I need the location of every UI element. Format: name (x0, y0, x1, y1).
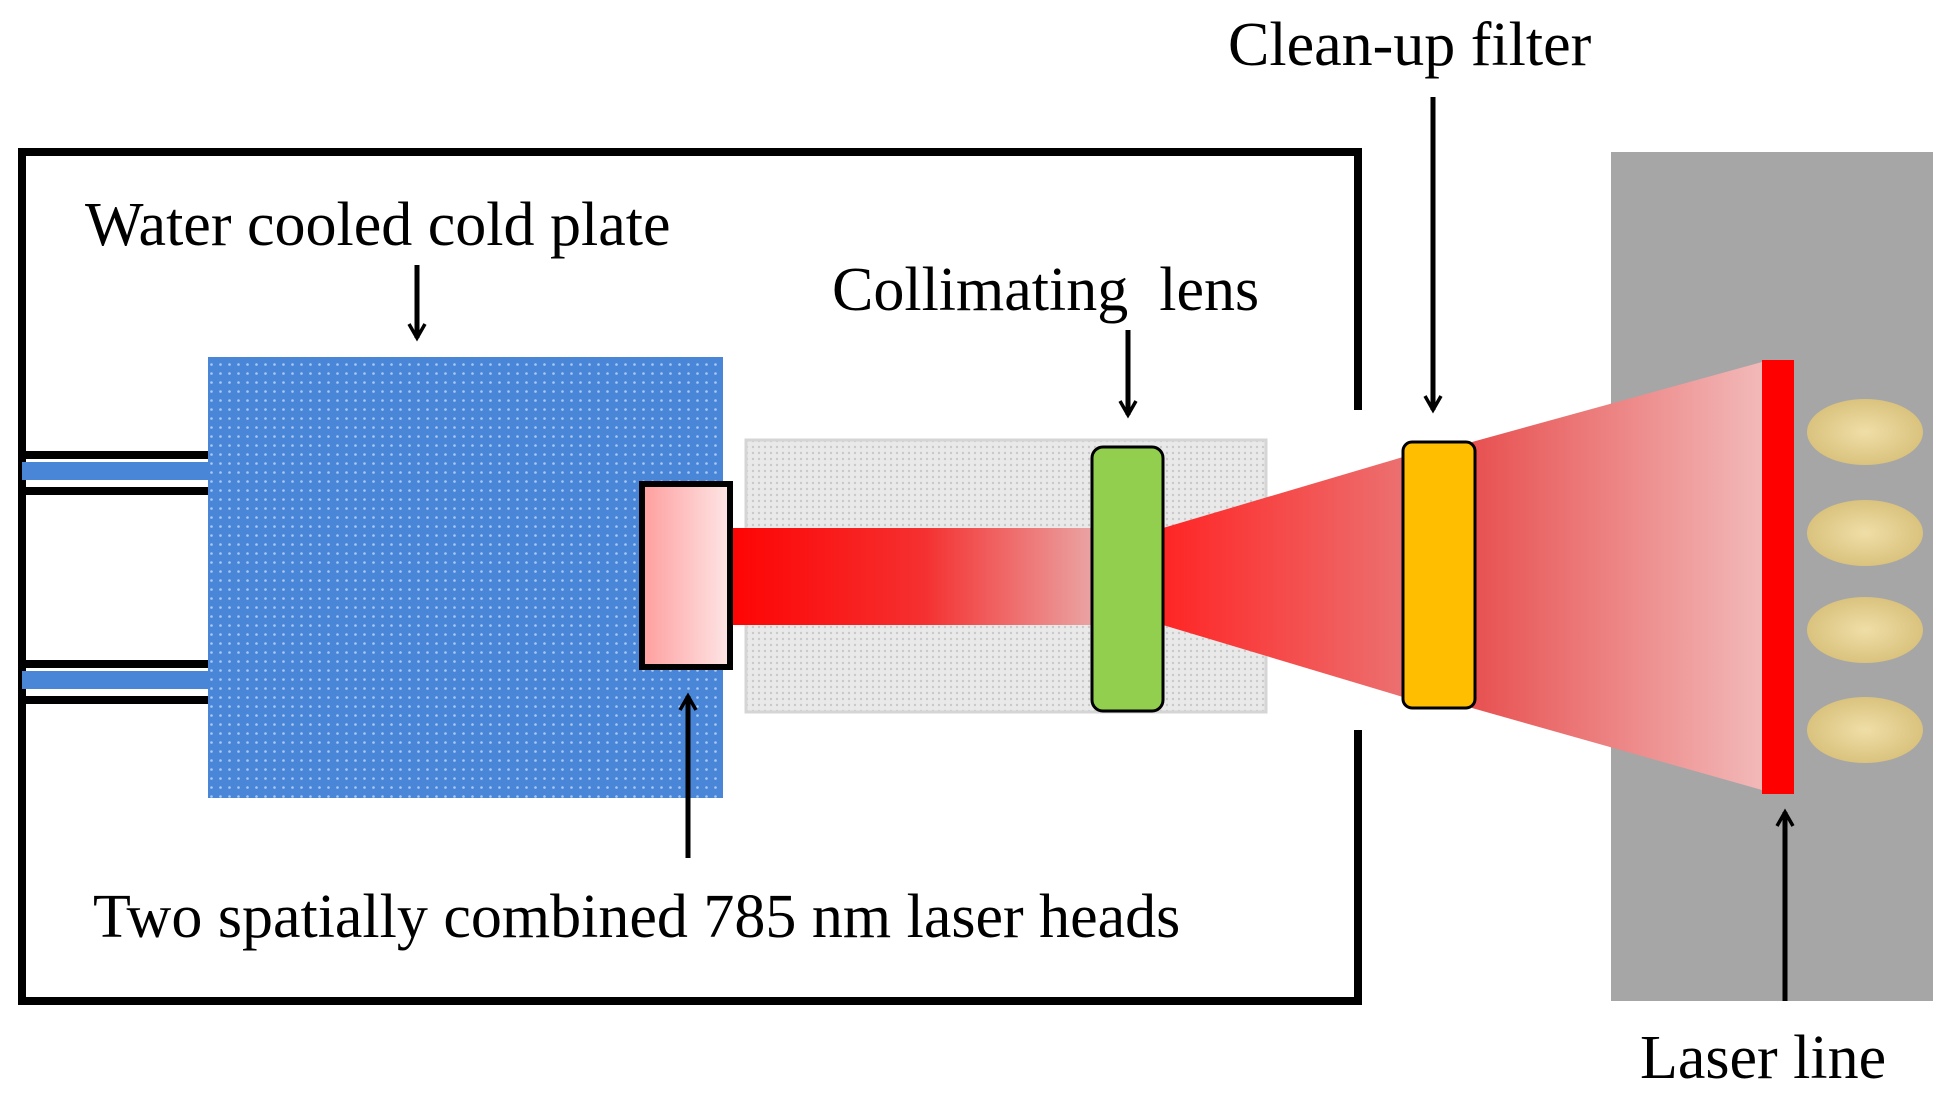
laser-line (1762, 360, 1794, 794)
sample-3 (1807, 597, 1923, 663)
sample-1 (1807, 399, 1923, 465)
cold-plate (208, 357, 723, 798)
laser-beam-expanding (1163, 457, 1403, 697)
laser-beam-to-sample (1472, 362, 1762, 790)
label-cold-plate: Water cooled cold plate (85, 191, 670, 259)
collimating-lens (1090, 445, 1165, 713)
laser-beam-collimated (715, 528, 1095, 625)
laser-heads (639, 481, 733, 670)
pointer-arrows (407, 97, 1795, 1001)
samples (1807, 399, 1923, 763)
water-pipes (22, 451, 208, 704)
label-laser-line: Laser line (1640, 1024, 1886, 1092)
label-laser-heads: Two spatially combined 785 nm laser head… (93, 883, 1180, 951)
sample-2 (1807, 500, 1923, 566)
sample-4 (1807, 697, 1923, 763)
laser-housing (18, 148, 1362, 1005)
label-collimating-lens: Collimating lens (832, 256, 1259, 324)
label-cleanup-filter: Clean-up filter (1228, 11, 1592, 79)
cleanup-filter (1401, 440, 1477, 710)
